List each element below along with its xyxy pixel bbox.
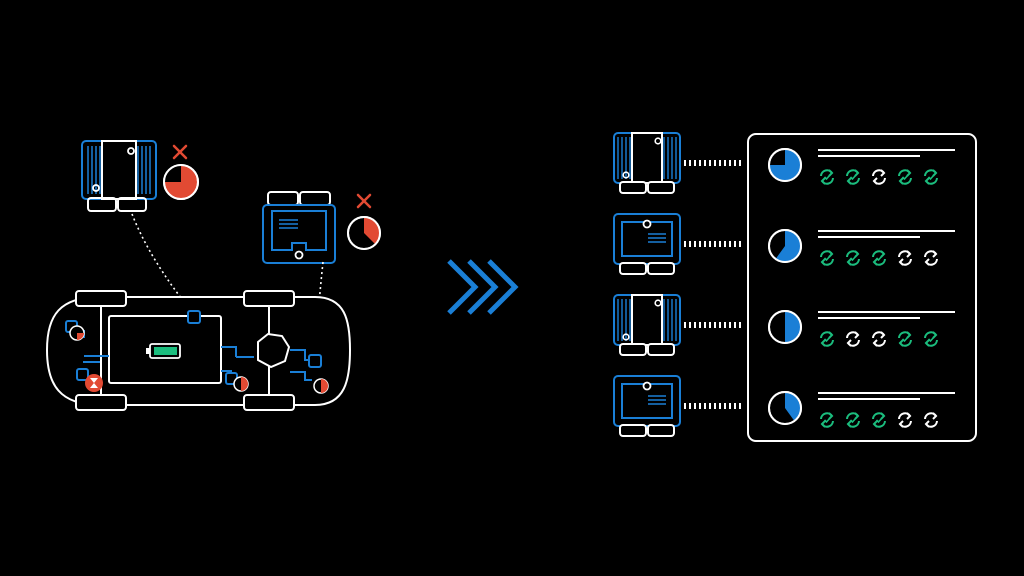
sync-icon <box>924 412 938 428</box>
module-row <box>613 375 744 437</box>
status-panel-row <box>768 229 955 266</box>
status-panel <box>747 133 977 442</box>
status-panel-row <box>768 148 955 185</box>
wrench-screwdriver-icon <box>172 144 188 160</box>
sync-icon <box>872 331 886 347</box>
sync-check-icon <box>898 169 912 185</box>
sync-check-icon <box>924 331 938 347</box>
wrench-screwdriver-icon <box>356 193 372 209</box>
status-panel-rows <box>768 148 955 428</box>
sync-check-icon <box>924 169 938 185</box>
vehicle-chassis <box>45 290 352 411</box>
progress-pie-mid <box>347 216 381 250</box>
sync-check-icon <box>820 331 834 347</box>
sync-check-icon <box>846 169 860 185</box>
module-row-list <box>613 132 744 437</box>
ecu-module-mid <box>262 191 336 264</box>
sync-check-icon <box>898 331 912 347</box>
chassis-pie-3 <box>313 378 329 394</box>
module-row <box>613 294 744 356</box>
battery-icon <box>146 343 181 359</box>
sync-icon <box>872 169 886 185</box>
sync-check-icon <box>846 412 860 428</box>
chassis-warning-icon <box>85 374 103 392</box>
sync-check-icon <box>820 169 834 185</box>
module-row <box>613 213 744 275</box>
progress-pie-top <box>163 164 199 200</box>
sync-icon <box>898 250 912 266</box>
sync-check-icon <box>820 412 834 428</box>
ecu-module-top <box>81 140 157 212</box>
sync-check-icon <box>872 250 886 266</box>
status-panel-row <box>768 391 955 428</box>
sync-icon <box>924 250 938 266</box>
sync-check-icon <box>846 250 860 266</box>
chassis-pie-2 <box>233 376 249 392</box>
sync-check-icon <box>872 412 886 428</box>
module-row <box>613 132 744 194</box>
sync-icon <box>846 331 860 347</box>
status-panel-row <box>768 310 955 347</box>
sync-icon <box>898 412 912 428</box>
chassis-pie-1 <box>69 325 85 341</box>
triple-chevron-right-icon <box>447 259 519 315</box>
sync-check-icon <box>820 250 834 266</box>
